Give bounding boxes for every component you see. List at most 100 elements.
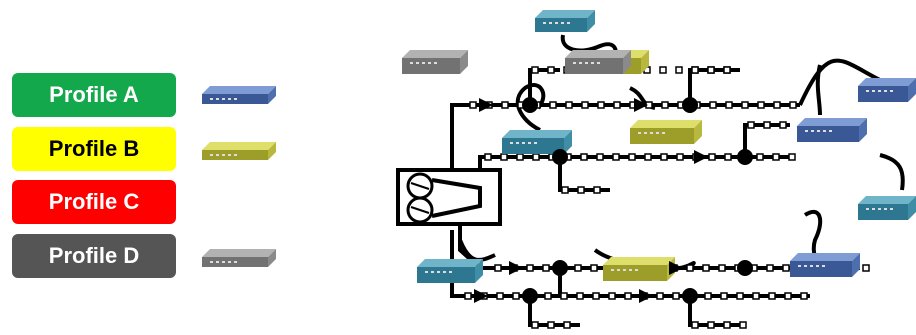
chain-link: [723, 321, 731, 329]
drop-6: [528, 296, 580, 327]
flow-arrow: [694, 150, 708, 164]
chain-link: [862, 264, 870, 272]
chain-link: [788, 153, 796, 161]
junction-node: [522, 288, 538, 304]
chain-link: [676, 153, 684, 161]
chain-link: [590, 264, 598, 272]
chain-link: [747, 121, 755, 129]
switch-device: [565, 50, 631, 74]
chain-link: [707, 66, 715, 74]
chain-link: [608, 292, 616, 300]
chain-link: [464, 292, 472, 300]
chain-link: [741, 101, 749, 109]
chain-link: [596, 153, 604, 161]
chain-link: [720, 292, 728, 300]
chain-link: [597, 101, 605, 109]
chain-link: [656, 292, 664, 300]
tape-reel-router-icon: [396, 168, 502, 226]
chain-link: [531, 321, 539, 329]
chain-link: [766, 264, 774, 272]
chain-link: [547, 321, 555, 329]
switch-device: [858, 78, 916, 102]
cable-6: [879, 153, 905, 191]
legend-profile-a: Profile A: [12, 73, 176, 117]
chain-link: [757, 101, 765, 109]
chain-link: [581, 101, 589, 109]
drop-3: [743, 123, 790, 157]
flow-arrow: [474, 289, 488, 303]
flow-arrow: [634, 98, 648, 112]
connection-lines: [450, 68, 860, 327]
chain-link: [661, 101, 669, 109]
chain-link: [800, 292, 808, 300]
chain-link: [593, 186, 601, 194]
switch-device: [630, 120, 702, 144]
switch-device: [417, 259, 483, 283]
chain-link: [724, 153, 732, 161]
junction-node: [682, 97, 698, 113]
chain-link: [501, 101, 509, 109]
chain-link: [756, 153, 764, 161]
flow-arrow: [479, 98, 493, 112]
chain-link: [494, 264, 502, 272]
chain-link: [772, 153, 780, 161]
switch-device: [402, 50, 468, 74]
legend-profile-d: Profile D: [12, 234, 176, 278]
drop-7: [688, 296, 745, 327]
chain-link: [612, 153, 620, 161]
chain-link: [576, 292, 584, 300]
chain-link: [704, 292, 712, 300]
junction-node: [737, 260, 753, 276]
junction-node: [682, 288, 698, 304]
chain-link: [496, 292, 504, 300]
switch-device: [535, 10, 595, 32]
chain-link: [718, 264, 726, 272]
chain-link: [500, 153, 508, 161]
chain-link: [547, 66, 555, 74]
chain-link: [549, 101, 557, 109]
chain-link: [752, 292, 760, 300]
junction-node: [737, 149, 753, 165]
chain-link: [739, 321, 747, 329]
cable-5: [815, 64, 822, 116]
chain-link: [577, 186, 585, 194]
chain-link: [512, 292, 520, 300]
chain-link: [675, 66, 683, 74]
chain-link: [580, 153, 588, 161]
chain-link: [736, 292, 744, 300]
legend-device-yellow: [202, 142, 276, 160]
chain-link: [613, 101, 621, 109]
legend-device-gray: [202, 249, 276, 267]
chain-link: [723, 66, 731, 74]
chain-link: [565, 101, 573, 109]
chain-link: [782, 264, 790, 272]
chain-link: [702, 264, 710, 272]
chain-link: [784, 292, 792, 300]
legend-device-blue: [202, 86, 276, 104]
chain-link: [707, 321, 715, 329]
switch-device: [797, 118, 867, 142]
chain-link: [560, 292, 568, 300]
junction-node: [552, 260, 568, 276]
chain-link: [660, 153, 668, 161]
chain-link: [779, 121, 787, 129]
switch-device: [603, 257, 675, 281]
chain-link: [532, 153, 540, 161]
junction-node: [522, 97, 538, 113]
chain-link: [773, 101, 781, 109]
chain-link: [725, 101, 733, 109]
drop-2: [688, 68, 740, 105]
junction-node: [552, 149, 568, 165]
chain-link: [561, 186, 569, 194]
chain-link: [659, 66, 667, 74]
cable-2: [515, 83, 546, 132]
flow-arrow: [639, 289, 653, 303]
chain-link: [644, 153, 652, 161]
cable-4: [798, 58, 881, 106]
legend-profile-c: Profile C: [12, 180, 176, 224]
chain-link: [691, 66, 699, 74]
devices: [202, 10, 916, 283]
chain-link: [544, 292, 552, 300]
chain-link: [691, 321, 699, 329]
